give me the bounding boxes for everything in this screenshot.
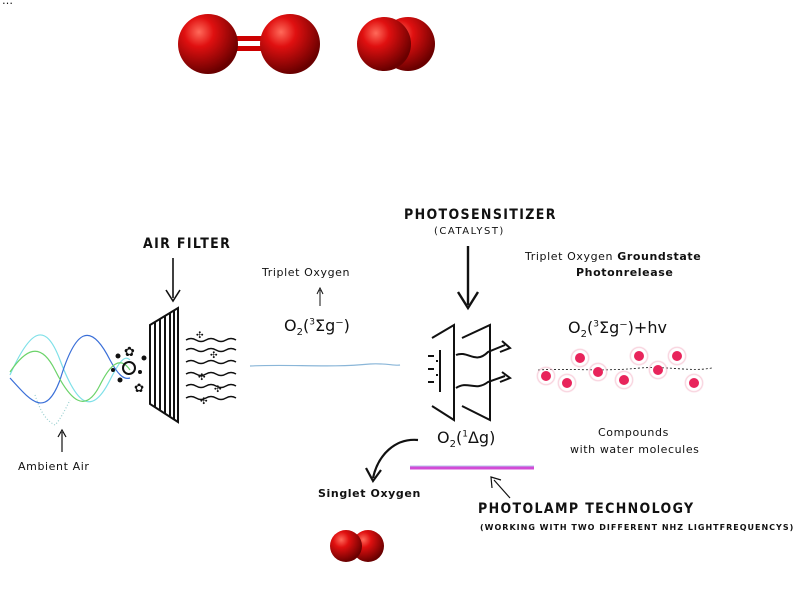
formula-sup: 1 — [462, 429, 468, 440]
catalyst-label: (CATALYST) — [434, 226, 505, 237]
singlet-oxygen-formula: O2(1Δg) — [437, 428, 495, 450]
photolamp-label: PHOTOLAMP TECHNOLOGY — [478, 501, 695, 517]
water-compound-particle — [648, 360, 668, 380]
oxygen-atom-right — [260, 14, 320, 74]
groundstate-bold: Groundstate — [617, 250, 702, 263]
water-compound-particle — [684, 373, 704, 393]
formula-sub: 2 — [449, 439, 456, 451]
formula-base: O — [284, 316, 297, 335]
triplet-oxygen-formula-right: O2(3Σg⁻)+hv — [568, 318, 667, 340]
photonrelease-label: Photonrelease — [576, 266, 674, 279]
groundstate-label: Triplet Oxygen Groundstate — [525, 250, 701, 263]
gear-particle-icon: ✿ — [134, 381, 144, 395]
photosensitizer-label: PHOTOSENSITIZER — [404, 207, 557, 223]
photonrelease-chain — [536, 346, 713, 393]
clean-air-waves — [185, 337, 237, 401]
oxygen-atom-left — [178, 14, 238, 74]
photolamp-line — [410, 465, 534, 470]
formula-sup: 3 — [593, 319, 599, 330]
water-compound-particle — [557, 373, 577, 393]
formula-open: ( — [455, 428, 463, 447]
svg-text:✣: ✣ — [210, 351, 218, 361]
photosensitizer-arrow — [456, 246, 480, 311]
formula-term: Σg — [314, 316, 336, 335]
oxygen-double-bond-molecule — [178, 14, 320, 74]
ambient-air-label: Ambient Air — [18, 460, 90, 473]
svg-text:✣: ✣ — [214, 385, 222, 395]
compounds-label-line2: with water molecules — [570, 443, 700, 456]
formula-base: O — [568, 318, 581, 337]
water-compound-particle — [667, 346, 687, 366]
formula-open: ( — [302, 316, 310, 335]
water-compound-particle — [588, 362, 608, 382]
formula-close: ) — [489, 428, 496, 447]
triplet-oxygen-arrow — [316, 286, 324, 306]
top-partial-text: … — [2, 0, 14, 7]
connector-line — [249, 363, 401, 367]
ambient-air-arrow — [57, 428, 67, 452]
photolamp-arrow — [490, 476, 511, 499]
triplet-oxygen-formula-left: O2(3Σg⁻) — [284, 316, 350, 338]
water-compound-particle — [536, 366, 556, 386]
air-filter-label: AIR FILTER — [143, 236, 232, 252]
formula-term: Σg — [598, 318, 620, 337]
compounds-label-line1: Compounds — [598, 426, 669, 439]
svg-text:✣: ✣ — [200, 397, 208, 407]
formula-term: Δg — [467, 428, 490, 447]
air-filter-icon — [149, 306, 179, 424]
singlet-oxygen-arrow — [365, 438, 419, 484]
ambient-air-waves — [9, 334, 131, 426]
formula-base: O — [437, 428, 450, 447]
gear-particle-icon: ✿ — [124, 345, 135, 360]
triplet-oxygen-label: Triplet Oxygen — [262, 266, 351, 279]
singlet-oxygen-molecule — [330, 530, 384, 562]
groundstate-prefix: Triplet Oxygen — [525, 250, 618, 263]
photolamp-sub-label: (WORKING WITH TWO DIFFERENT NHZ LIGHTFRE… — [480, 523, 795, 532]
formula-sup: 3 — [309, 317, 315, 328]
formula-sign: ⁻ — [335, 316, 344, 335]
formula-open: ( — [586, 318, 594, 337]
catalyst-dots — [428, 355, 438, 383]
catalyst-panels-icon — [431, 323, 513, 422]
oxygen-fused-molecule-top — [357, 17, 435, 71]
water-compound-particle — [570, 348, 590, 368]
svg-text:✣: ✣ — [196, 331, 204, 341]
pollutant-particles: ✿ ✿ — [111, 345, 147, 395]
water-compound-particle — [629, 346, 649, 366]
formula-close: )+hv — [627, 318, 667, 337]
formula-sign: ⁻ — [619, 318, 628, 337]
formula-sub: 2 — [296, 327, 303, 339]
air-filter-arrow — [165, 258, 181, 303]
sparkle-icons: ✣ ✣ ✣ ✣ ✣ — [196, 331, 222, 407]
water-compound-particle — [614, 370, 634, 390]
formula-sub: 2 — [580, 329, 587, 341]
formula-close: ) — [343, 316, 350, 335]
svg-text:✣: ✣ — [198, 373, 206, 383]
singlet-oxygen-label: Singlet Oxygen — [318, 487, 421, 500]
